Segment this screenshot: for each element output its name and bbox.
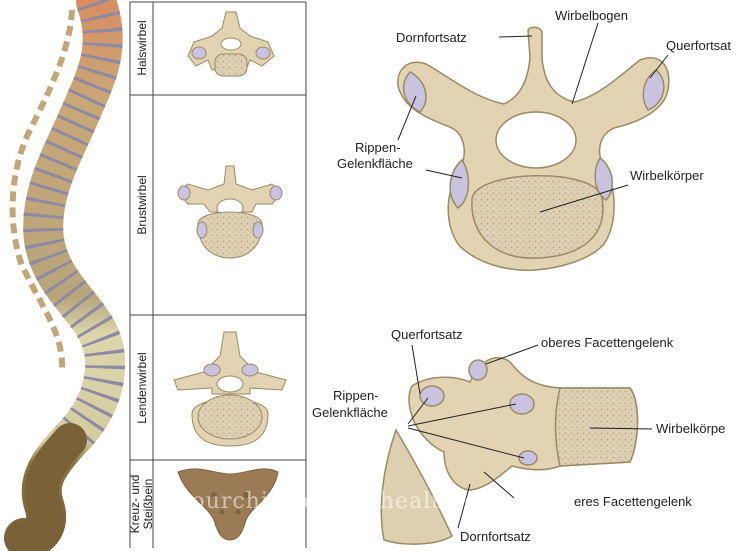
side-label-transverse-process: Querfortsatz bbox=[391, 327, 463, 342]
vertebra-side-view bbox=[380, 357, 639, 545]
lumbar-vertebra bbox=[173, 331, 287, 447]
top-label-transverse-process: Querfortsat bbox=[666, 38, 731, 53]
watermark: yourchiropractichealth.com bbox=[177, 489, 514, 514]
sacrum-bone bbox=[177, 468, 279, 541]
top-view-leader-lines bbox=[397, 22, 669, 213]
top-label-rib-facet-line2: Gelenkfläche bbox=[337, 156, 413, 171]
spine-illustration bbox=[4, 0, 126, 551]
side-view-leader-lines bbox=[407, 344, 653, 529]
cervical-vertebra bbox=[187, 11, 275, 77]
top-label-rib-facet-line1: Rippen- bbox=[355, 140, 401, 155]
side-label-rib-facet-line2: Gelenkfläche bbox=[312, 405, 388, 420]
top-label-spinous-process: Dornfortsatz bbox=[396, 30, 467, 45]
side-label-lower-facet-joint: eres Facettengelenk bbox=[574, 494, 692, 509]
top-label-vertebral-body: Wirbelkörper bbox=[630, 168, 704, 183]
vertebra-top-view bbox=[397, 26, 670, 272]
vertebra-type-grid bbox=[129, 1, 307, 548]
label-sacrum-line1: Kreuz- und bbox=[128, 475, 142, 534]
label-sacrum-line2: Steißbein bbox=[141, 479, 155, 530]
side-label-vertebral-body: Wirbelkörpe bbox=[656, 421, 725, 436]
side-label-upper-facet-joint: oberes Facettengelenk bbox=[541, 335, 674, 350]
thoracic-vertebra bbox=[177, 165, 283, 259]
label-cervical: Halswirbel bbox=[135, 20, 149, 75]
side-label-rib-facet-line1: Rippen- bbox=[333, 388, 379, 403]
top-label-vertebral-arch: Wirbelbogen bbox=[555, 8, 628, 23]
side-label-spinous-process: Dornfortsatz bbox=[460, 529, 531, 544]
label-lumbar: Lendenwirbel bbox=[135, 352, 149, 423]
label-thoracic: Brustwirbel bbox=[135, 175, 149, 234]
